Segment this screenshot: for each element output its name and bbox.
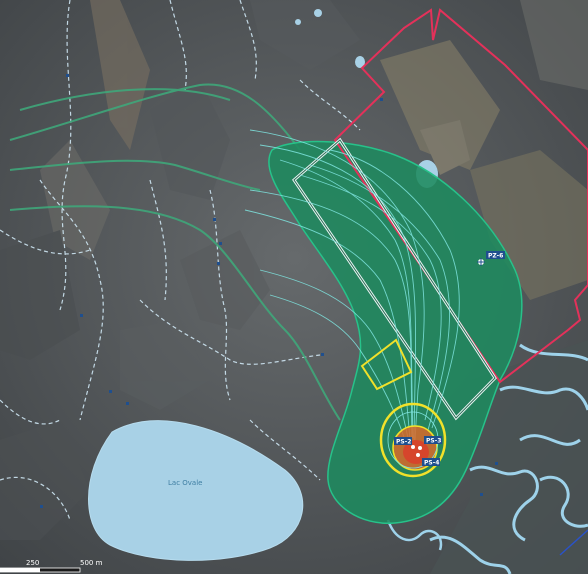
pz-6-label: PZ-6 <box>488 253 503 260</box>
scale-bar: 250 500 m <box>0 559 103 573</box>
study-zone-inner <box>293 139 496 419</box>
sampling-square <box>360 338 413 391</box>
trail-markers <box>40 74 498 508</box>
trail-network <box>0 0 361 521</box>
lake <box>88 420 304 561</box>
terrain-texture <box>0 0 588 540</box>
scale-label-250: 250 <box>26 559 39 567</box>
pz-6-marker[interactable]: PZ-6 <box>477 251 505 266</box>
flow-lines <box>244 129 460 441</box>
trajectory-lines <box>9 83 341 421</box>
ps-3-label: PS-3 <box>426 438 441 445</box>
ps-4-marker[interactable]: PS-4 <box>416 453 440 467</box>
wetland-area <box>386 340 588 574</box>
ps-2-label: PS-2 <box>396 439 411 446</box>
lake-label: Lac Ovale <box>168 479 202 487</box>
property-boundary <box>333 8 588 384</box>
ps-3-marker[interactable]: PS-3 <box>418 436 442 450</box>
ps-4-label: PS-4 <box>424 460 439 467</box>
scale-label-500m: 500 m <box>80 559 103 567</box>
ps-2-marker[interactable]: PS-2 <box>394 437 415 449</box>
